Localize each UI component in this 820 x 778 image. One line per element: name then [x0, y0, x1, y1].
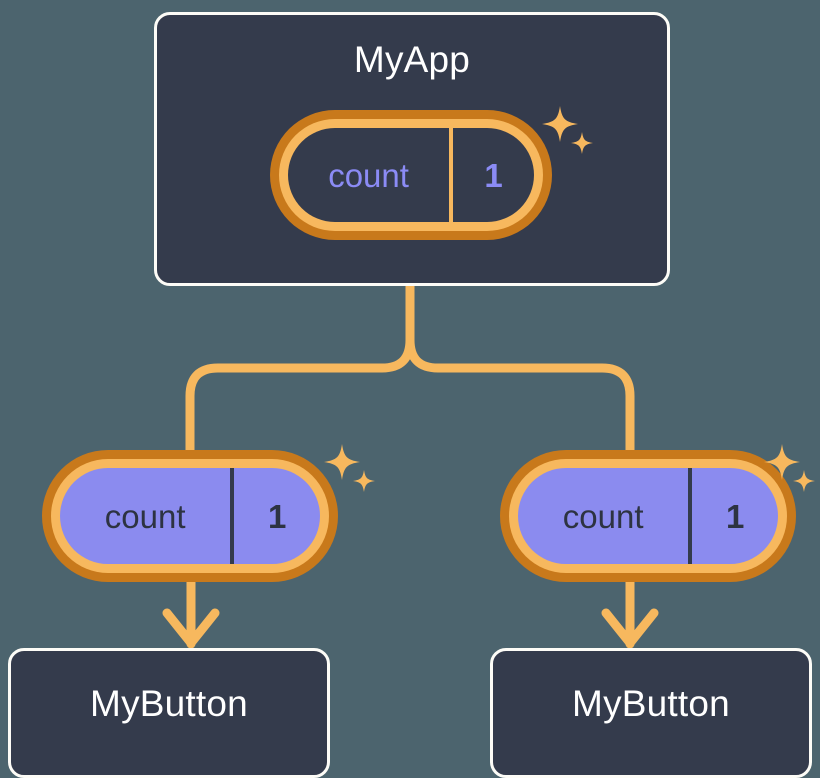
component-label: MyButton — [90, 683, 248, 724]
sparkle-small-icon — [793, 470, 815, 492]
state-pill-inner-ring: count 1 — [51, 459, 329, 573]
arrow-down-icon-right — [601, 608, 659, 648]
state-pill-myapp[interactable]: count 1 — [270, 110, 552, 240]
state-pill-divider — [449, 128, 454, 222]
state-value-label: 1 — [267, 497, 287, 535]
state-pill-divider — [688, 468, 693, 564]
state-key-label: count — [104, 497, 186, 535]
state-pill-body: count 1 — [60, 468, 320, 564]
component-node-mybutton-left[interactable]: MyButton — [8, 648, 330, 778]
arrow-down-icon-left — [162, 608, 220, 648]
state-pill-divider — [230, 468, 235, 564]
state-value-label: 1 — [484, 156, 503, 194]
state-pill-inner-ring: count 1 — [509, 459, 787, 573]
state-value-label: 1 — [725, 497, 745, 535]
connector-tree-branch — [185, 281, 415, 457]
page-title: MyApp — [353, 39, 471, 80]
state-key-label: count — [328, 156, 409, 194]
state-pill-child-right[interactable]: count 1 — [500, 450, 796, 582]
state-pill-inner-ring: count 1 — [279, 119, 543, 231]
state-key-label: count — [562, 497, 644, 535]
component-label: MyButton — [572, 683, 730, 724]
state-pill-child-left[interactable]: count 1 — [42, 450, 338, 582]
state-pill-body: count 1 — [288, 128, 534, 222]
component-node-mybutton-right[interactable]: MyButton — [490, 648, 812, 778]
sparkle-small-icon — [353, 470, 375, 492]
sparkle-large-icon — [324, 444, 360, 480]
connector-tree-branch-right — [405, 335, 635, 457]
state-pill-body: count 1 — [518, 468, 778, 564]
